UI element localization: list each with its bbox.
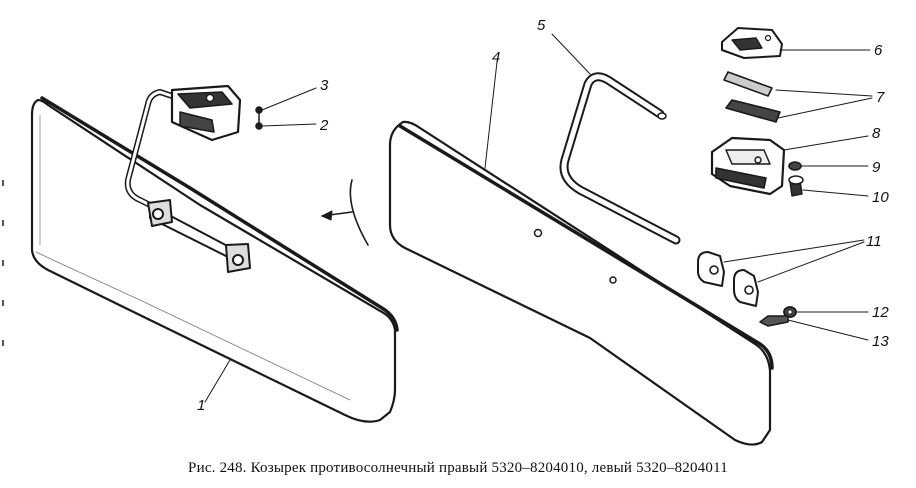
scan-edge-marks bbox=[2, 180, 4, 380]
visor-rod-bracket bbox=[124, 84, 251, 273]
sun-visor-assembled bbox=[30, 96, 399, 423]
screw-and-washer-upper bbox=[255, 87, 317, 130]
rod-inserts bbox=[723, 71, 873, 123]
leader-1 bbox=[204, 359, 231, 403]
label-10: 10 bbox=[872, 189, 889, 206]
lower-bracket bbox=[710, 135, 869, 196]
upper-bracket bbox=[721, 27, 871, 59]
label-3: 3 bbox=[320, 77, 329, 94]
label-1: 1 bbox=[197, 397, 205, 414]
label-8: 8 bbox=[872, 125, 881, 142]
visor-panel bbox=[388, 61, 774, 446]
panel-clips bbox=[697, 239, 865, 307]
label-13: 13 bbox=[872, 333, 889, 350]
view-arrow bbox=[321, 179, 369, 246]
label-2: 2 bbox=[319, 117, 329, 134]
label-11: 11 bbox=[866, 233, 882, 250]
label-6: 6 bbox=[874, 42, 883, 59]
label-9: 9 bbox=[872, 159, 881, 176]
label-12: 12 bbox=[872, 304, 889, 321]
figure-caption: Рис. 248. Козырек противосолнечный правы… bbox=[188, 460, 728, 476]
label-7: 7 bbox=[876, 89, 885, 106]
label-4: 4 bbox=[492, 49, 500, 66]
clip-screw-and-washer bbox=[759, 306, 869, 341]
screw-and-washer-lower bbox=[788, 161, 869, 197]
callout-labels: 1 2 3 4 5 6 7 8 9 10 11 12 13 bbox=[197, 17, 889, 414]
label-5: 5 bbox=[537, 17, 546, 34]
visor-rod bbox=[551, 33, 681, 245]
